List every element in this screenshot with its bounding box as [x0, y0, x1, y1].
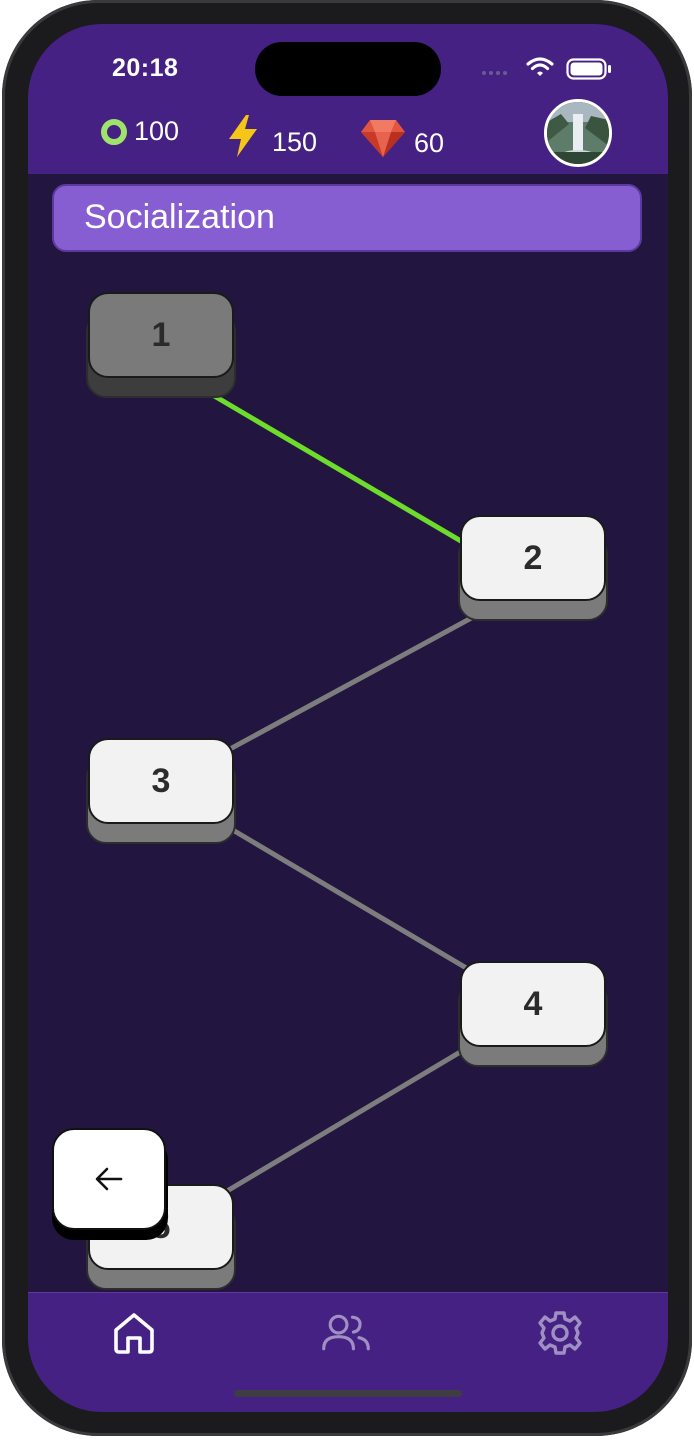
level-node-4[interactable]: 4 [458, 961, 608, 1067]
profile-avatar[interactable] [544, 99, 612, 167]
back-button[interactable] [52, 1128, 168, 1240]
section-title: Socialization [84, 198, 275, 236]
level-label: 3 [88, 738, 234, 824]
level-node-2[interactable]: 2 [458, 515, 608, 621]
app-screen: 20:18 100 [28, 24, 668, 1412]
gems-stat: 60 [360, 116, 444, 159]
users-icon [322, 1314, 370, 1351]
level-label: 1 [88, 292, 234, 378]
dynamic-island [255, 42, 441, 96]
signal-icon [482, 71, 507, 75]
level-node-1[interactable]: 1 [86, 292, 236, 398]
battery-icon [566, 58, 611, 80]
wifi-icon [526, 57, 554, 76]
energy-stat: 150 [226, 114, 317, 158]
home-icon [114, 1313, 154, 1354]
coins-stat: 100 [100, 116, 179, 147]
gem-icon [361, 119, 405, 157]
tab-settings[interactable] [534, 1307, 586, 1359]
energy-value: 150 [272, 126, 318, 157]
home-indicator[interactable] [234, 1390, 462, 1397]
status-time: 20:18 [112, 54, 179, 82]
coins-value: 100 [134, 116, 180, 146]
level-label: 4 [460, 961, 606, 1047]
gems-value: 60 [414, 128, 445, 158]
level-node-3[interactable]: 3 [86, 738, 236, 844]
arrow-left-icon [95, 1167, 123, 1191]
level-label: 2 [460, 515, 606, 601]
section-banner: Socialization [52, 184, 642, 252]
lightning-icon [229, 115, 257, 157]
gear-icon [538, 1311, 582, 1355]
ring-icon [101, 118, 127, 145]
tab-friends[interactable] [320, 1307, 372, 1359]
tab-home[interactable] [108, 1307, 160, 1359]
top-bar: 20:18 100 [28, 24, 668, 174]
